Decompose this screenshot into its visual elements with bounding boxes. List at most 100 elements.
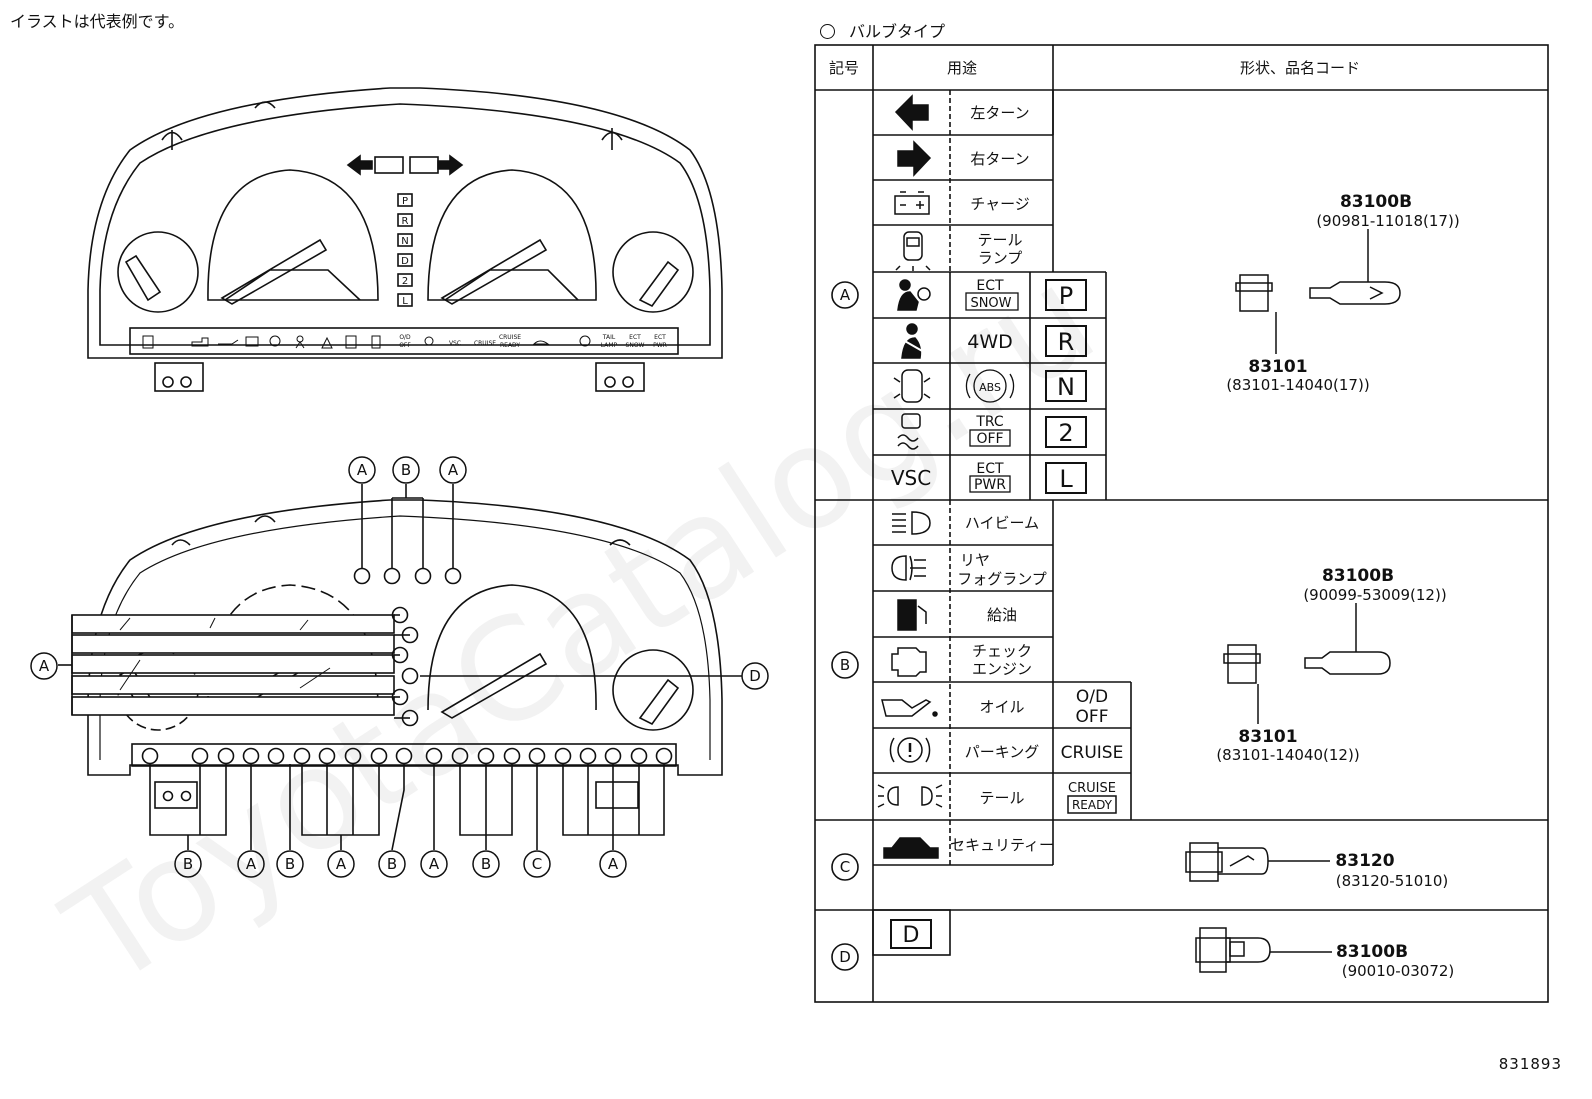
- tail-lamp-car-icon: [895, 231, 931, 271]
- callout-labels: [30, 456, 769, 878]
- label-oil: オイル: [979, 698, 1024, 716]
- d-gear-icon: D: [903, 923, 920, 948]
- group-b-part-code: (90099-53009(12)): [1303, 586, 1446, 604]
- group-b-socket-code: (83101-14040(12)): [1216, 746, 1359, 764]
- ect-pwr-bottom: PWR: [974, 477, 1006, 493]
- group-a-bulb-drawing: [1235, 229, 1401, 354]
- label-left-turn: 左ターン: [970, 104, 1029, 122]
- group-a-mid-labels: ECT SNOW 4WD ABS TRC OFF ECT PWR: [967, 278, 1013, 493]
- callout-right-d: D: [749, 667, 761, 685]
- oil-can-icon: [881, 699, 938, 717]
- group-d-labels: 83100B (90010-03072): [1336, 942, 1454, 980]
- trc-off-bottom: OFF: [976, 431, 1003, 447]
- group-b-part: 83100B: [1322, 566, 1394, 586]
- group-c-symbol: C: [840, 858, 850, 876]
- strip-ect-pwr-bottom: PWR: [653, 342, 667, 349]
- battery-icon: [894, 191, 930, 215]
- label-tail-lamp-2: ランプ: [978, 249, 1023, 267]
- gear-2-box: 2: [1058, 419, 1073, 447]
- cluster-top-indicator-strip: VSC CRUISE CRUISE READY O/D OFF TAIL LAM…: [399, 334, 667, 349]
- callout-bottom-3: B: [285, 855, 295, 873]
- group-b-labels: ハイビーム リヤ フォグランプ 給油 チェック エンジン オイル パーキング テ…: [957, 514, 1123, 812]
- label-rear-fog-2: フォグランプ: [957, 570, 1047, 588]
- group-a-socket-code: (83101-14040(17)): [1226, 376, 1369, 394]
- check-engine-icon: [891, 647, 927, 677]
- group-a-labels: 左ターン 右ターン チャージ テール ランプ: [970, 104, 1030, 267]
- callout-letter-texts: A B A A D B A B A B A B C A: [39, 461, 761, 873]
- callout-bottom-1: B: [183, 855, 193, 873]
- strip-vsc-label: VSC: [449, 340, 461, 347]
- legend-title: バルブタイプ: [820, 18, 945, 42]
- label-charge: チャージ: [970, 195, 1030, 213]
- group-d-symbol: D: [839, 948, 851, 966]
- callout-bottom-9: A: [608, 855, 619, 873]
- trc-off-top: TRC: [975, 414, 1004, 430]
- cluster-top-gear-labels: P R N D 2 L: [401, 196, 409, 307]
- airbag-icon: [897, 279, 931, 311]
- callout-left-a: A: [39, 657, 50, 675]
- label-high-beam: ハイビーム: [965, 514, 1039, 532]
- group-a-part-code: (90981-11018(17)): [1316, 212, 1459, 230]
- gear-box-labels: P R N 2 L: [1057, 282, 1075, 493]
- fuel-pump-icon: [897, 599, 927, 631]
- cluster-top: [87, 87, 723, 392]
- group-d-part-code: (90010-03072): [1342, 962, 1455, 980]
- group-c-part: 83120: [1335, 851, 1394, 871]
- strip-cruise-ready-top: CRUISE: [499, 334, 521, 341]
- group-d-icon: D: [890, 919, 932, 949]
- strip-ect-snow-bottom: SNOW: [626, 342, 645, 349]
- cluster-top-strip-icons: [142, 335, 591, 349]
- gear-r-box: R: [1058, 328, 1075, 356]
- strip-od-top: O/D: [399, 334, 411, 341]
- strip-ect-snow-top: ECT: [629, 334, 641, 341]
- group-a-vsc-text: VSC: [891, 466, 931, 490]
- high-beam-icon: [892, 511, 931, 535]
- label-rear-fog-1: リヤ: [960, 551, 990, 569]
- strip-tail-bottom: LAMP: [601, 342, 618, 349]
- group-b-socket: 83101: [1238, 727, 1297, 747]
- group-a-symbol: A: [840, 286, 851, 304]
- gear-r-label: R: [402, 216, 409, 227]
- gear-boxes: [1045, 279, 1087, 494]
- callout-bottom-8: C: [532, 855, 542, 873]
- od-off-bottom: OFF: [1076, 707, 1109, 727]
- gear-l-box: L: [1059, 465, 1073, 493]
- tail-light-icon: [877, 784, 943, 808]
- cruise-ready-bottom: READY: [1072, 798, 1113, 812]
- header-symbol: 記号: [829, 59, 859, 77]
- strip-cruise-ready-bottom: READY: [500, 342, 520, 349]
- seatbelt-icon: [901, 323, 925, 359]
- parking-brake-icon: [889, 737, 931, 763]
- table-headers: 記号 用途 形状、品名コード A B C D: [829, 59, 1360, 966]
- label-fuel: 給油: [987, 606, 1017, 624]
- callout-bottom-7: B: [481, 855, 491, 873]
- group-a-socket: 83101: [1248, 357, 1307, 377]
- four-wd-label: 4WD: [967, 331, 1013, 353]
- gear-d-label: D: [401, 256, 409, 267]
- group-b-part-labels: 83100B (90099-53009(12)) 83101 (83101-14…: [1216, 566, 1446, 764]
- security-car-icon: [883, 837, 939, 859]
- abs-label: ABS: [979, 381, 1001, 394]
- group-a-part: 83100B: [1340, 192, 1412, 212]
- ect-snow-bottom: SNOW: [970, 296, 1011, 311]
- group-a-icons: [893, 94, 932, 450]
- group-c-part-code: (83120-51010): [1336, 872, 1449, 890]
- callout-top-a-left: A: [357, 461, 368, 479]
- header-usage: 用途: [947, 59, 977, 77]
- callout-bottom-6: A: [429, 855, 440, 873]
- strip-tail-top: TAIL: [602, 334, 616, 341]
- group-b-symbol: B: [840, 656, 850, 674]
- label-security: セキュリティー: [950, 836, 1054, 854]
- callout-top-a-right: A: [448, 461, 459, 479]
- bulb-table: [814, 44, 1549, 1003]
- label-tail: テール: [979, 789, 1024, 807]
- group-d-drawing: [1195, 927, 1332, 973]
- cruise-ready-box: [1067, 795, 1117, 814]
- gear-n-box: N: [1057, 373, 1075, 401]
- group-b-bulb-drawing: [1223, 603, 1391, 724]
- label-parking: パーキング: [965, 743, 1040, 761]
- cluster-bottom: [58, 484, 742, 851]
- group-a-part-labels: 83100B (90981-11018(17)) 83101 (83101-14…: [1226, 192, 1459, 394]
- illustration-note: イラストは代表例です。: [10, 12, 185, 31]
- cruise-ready-top: CRUISE: [1068, 781, 1116, 796]
